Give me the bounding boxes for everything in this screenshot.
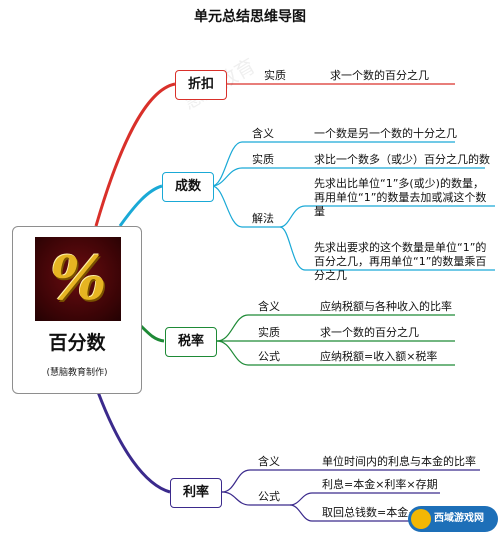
branch-chengshu-label: 成数 <box>174 179 201 194</box>
branch-interest-label: 利率 <box>182 485 209 500</box>
connector-root-interest <box>96 391 171 494</box>
connector-jiefa-2 <box>279 226 495 271</box>
branch-chengshu: 成数 <box>162 172 214 202</box>
chengshu-value-1: 求比一个数多（或少）百分之几的数 <box>314 153 490 166</box>
chengshu-key-1: 实质 <box>252 153 274 166</box>
branch-tax: 税率 <box>165 327 217 357</box>
page-title: 单元总结思维导图 <box>194 9 306 25</box>
connector-gongshi-2 <box>289 504 440 522</box>
connector-root-chengshu <box>118 184 163 227</box>
chengshu-value-3: 先求出要求的这个数量是单位“1”的百分之几，再用单位“1”的数量乘百分之几 <box>314 241 487 282</box>
tax-key-1: 实质 <box>258 326 280 339</box>
logo-mark-icon <box>411 509 431 529</box>
corner-logo-text: 西域游戏网 <box>434 513 484 524</box>
connector-interest-hanyi <box>221 469 480 493</box>
percent-icon: % <box>35 237 121 321</box>
tax-value-0: 应纳税额与各种收入的比率 <box>320 300 452 313</box>
branch-discount: 折扣 <box>175 70 227 100</box>
connector-gongshi-1 <box>289 492 440 506</box>
interest-key-0: 含义 <box>258 455 280 468</box>
chengshu-value-2: 先求出比单位“1”多(或少)的数量，再用单位“1”的数量去加或减这个数量 <box>314 177 487 218</box>
connector-chengshu-jiefa <box>211 185 280 228</box>
percent-symbol: % <box>42 244 114 314</box>
corner-logo: 西域游戏网 <box>408 506 498 532</box>
discount-value-0: 求一个数的百分之几 <box>330 69 429 82</box>
chengshu-key-0: 含义 <box>252 127 274 140</box>
tax-key-2: 公式 <box>258 350 280 363</box>
branch-tax-label: 税率 <box>177 334 204 349</box>
tax-value-1: 求一个数的百分之几 <box>320 326 419 339</box>
discount-key-0: 实质 <box>264 69 286 82</box>
tax-key-0: 含义 <box>258 300 280 313</box>
interest-key-1: 公式 <box>258 490 280 503</box>
root-credit: (慧脑教育制作) <box>46 368 108 378</box>
interest-value-0: 单位时间内的利息与本金的比率 <box>322 455 476 468</box>
interest-value-1: 利息=本金×利率×存期 <box>322 478 438 491</box>
branch-discount-label: 折扣 <box>187 77 214 92</box>
connector-root-tax <box>138 323 165 343</box>
root-node: % 百分数 (慧脑教育制作) <box>12 226 142 394</box>
connector-tax-gongshi <box>216 340 455 366</box>
tax-value-2: 应纳税额=收入额×税率 <box>320 350 438 363</box>
connector-interest-gongshi <box>221 491 290 506</box>
connector-root-discount <box>94 82 176 227</box>
chengshu-value-0: 一个数是另一个数的十分之几 <box>314 127 457 140</box>
connector-jiefa-1 <box>279 205 495 228</box>
connector-chengshu-hanyi <box>211 141 455 187</box>
connector-tax-hanyi <box>216 314 455 342</box>
connector-chengshu-shizhi <box>211 167 485 187</box>
chengshu-key-2: 解法 <box>252 212 274 225</box>
root-label: 百分数 <box>48 332 106 354</box>
branch-interest: 利率 <box>170 478 222 508</box>
